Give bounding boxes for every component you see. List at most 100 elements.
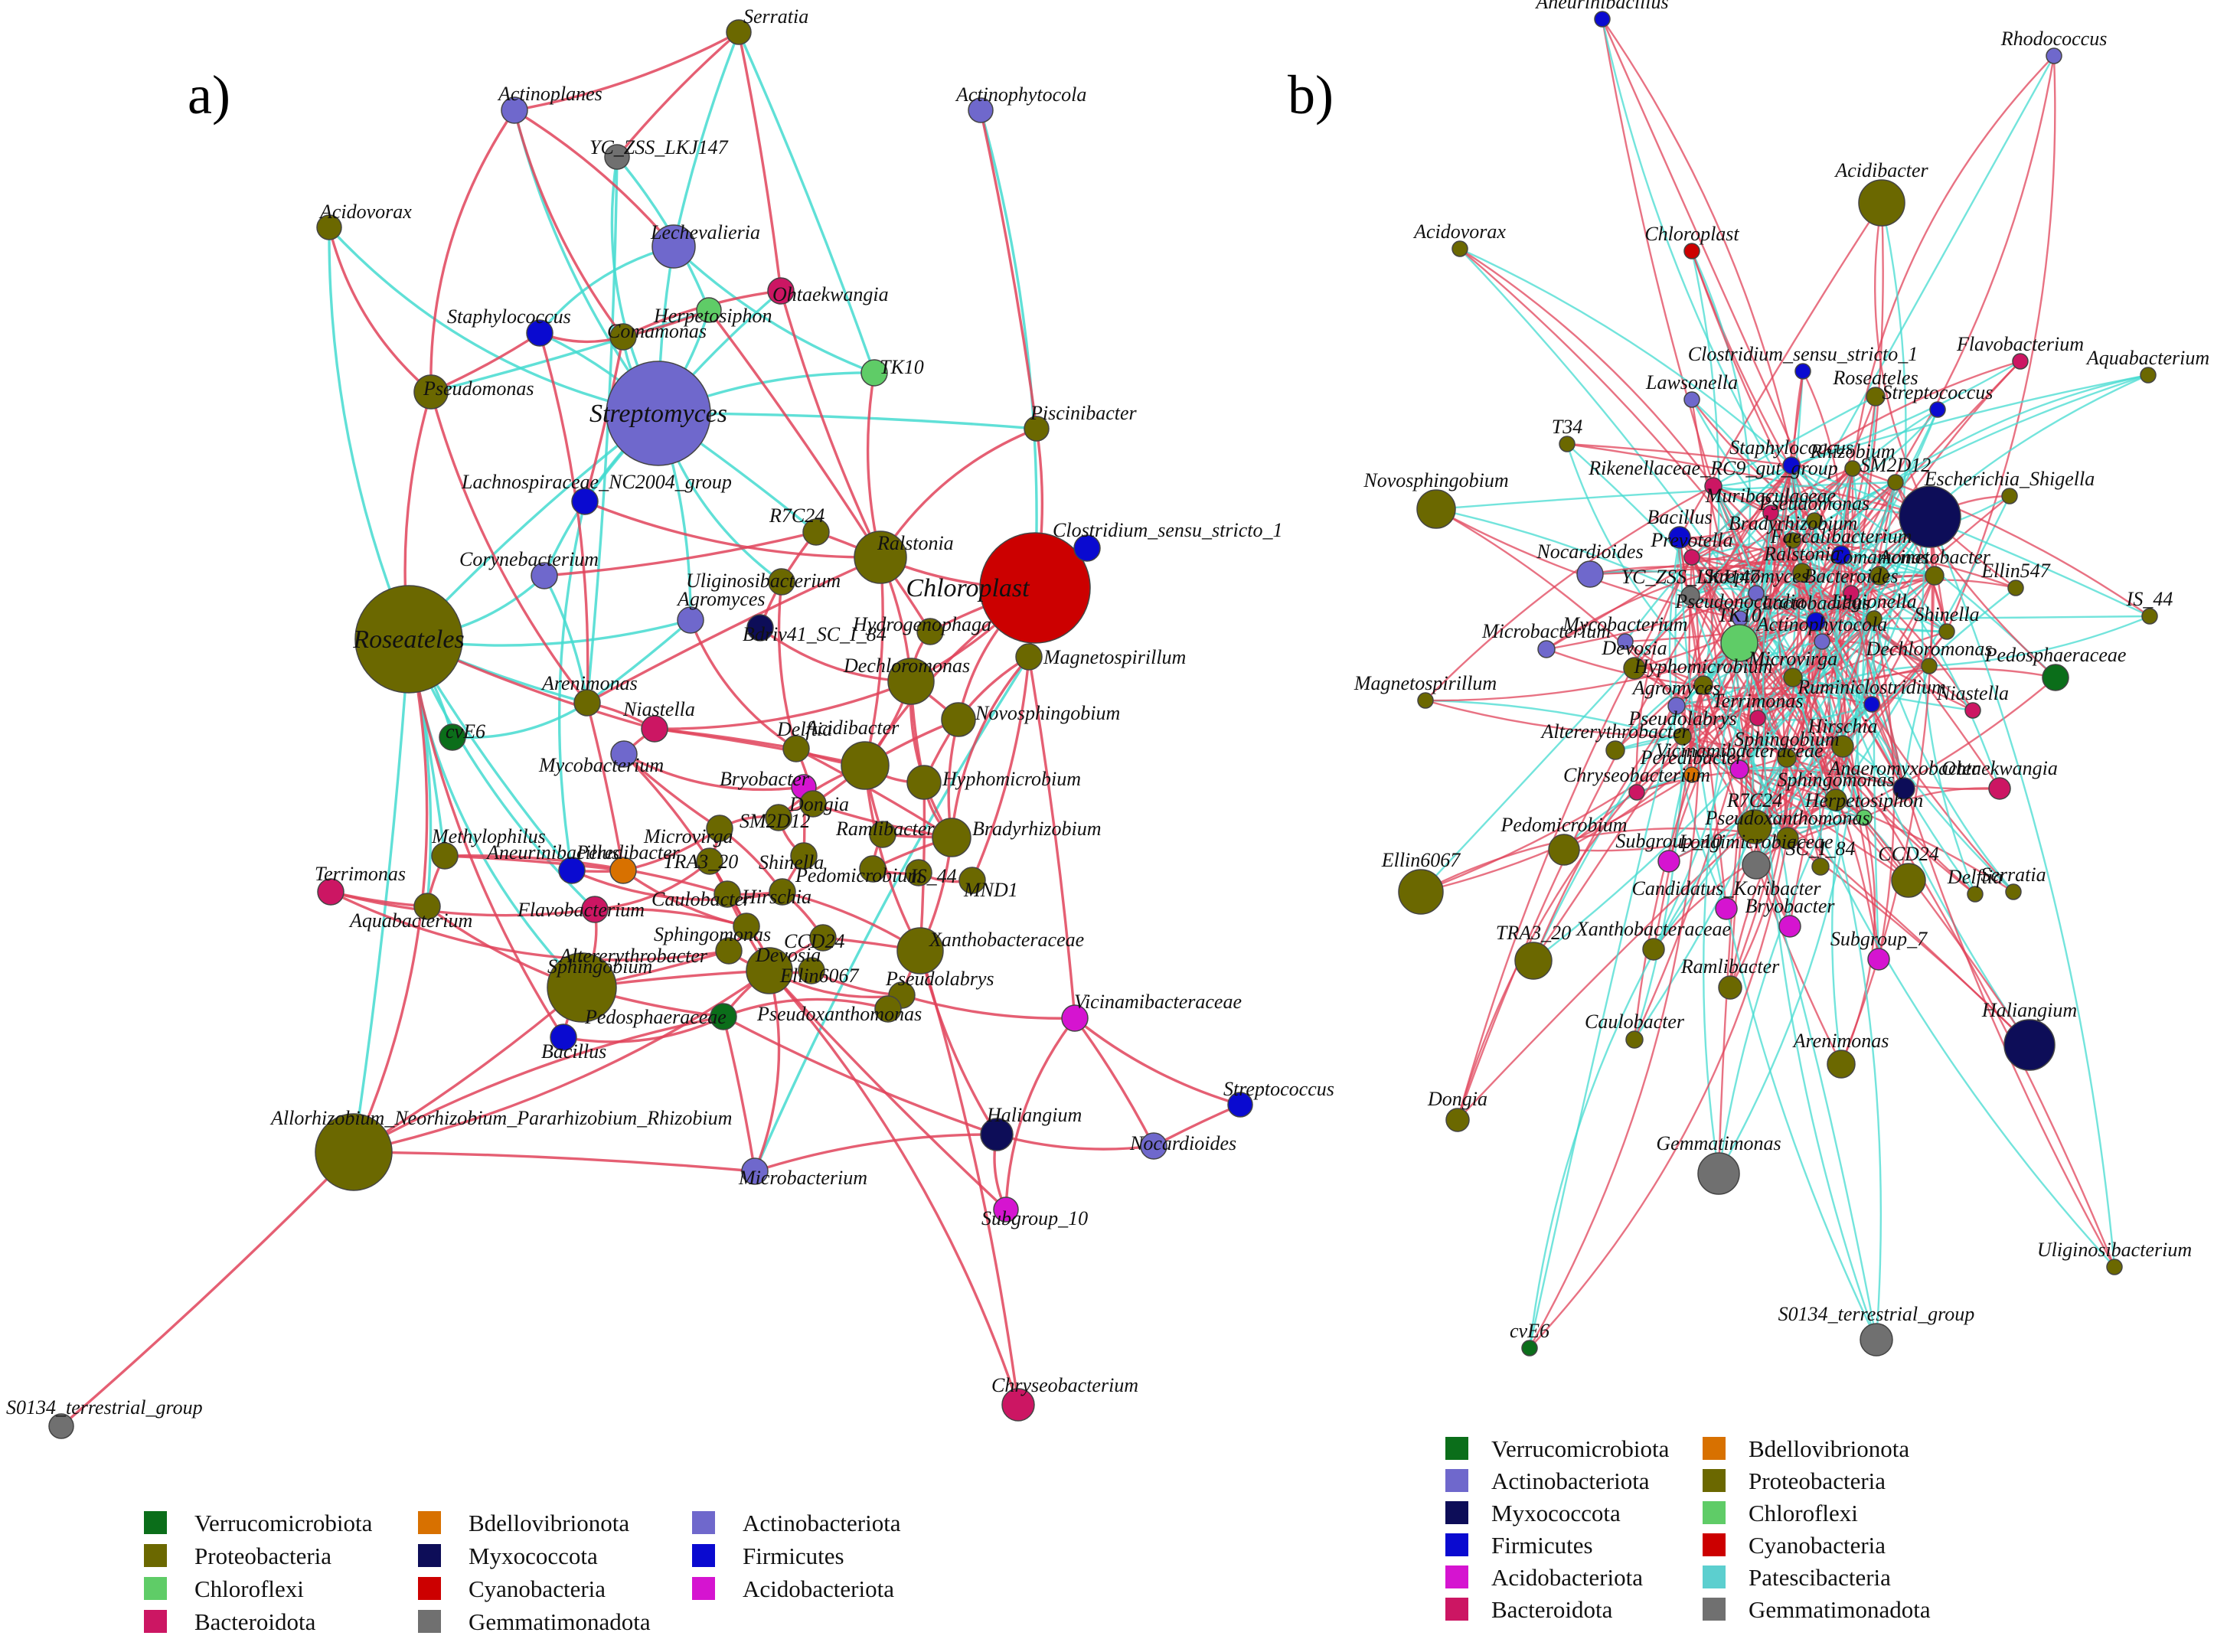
node-lachnospiraceae-nc2004-group[interactable] [571, 488, 599, 515]
node-tra3-20[interactable] [696, 847, 723, 875]
node-b-shinella[interactable] [1938, 623, 1955, 640]
node-staphylococcus[interactable] [526, 319, 553, 347]
node-aquabacterium[interactable] [413, 893, 441, 920]
node-b-clostridium-sensu-stricto-1[interactable] [1794, 363, 1811, 380]
node-b-ramlibacter[interactable] [1718, 975, 1742, 1000]
node-b-terrimonas[interactable] [1749, 710, 1766, 726]
node-xanthobacteraceae[interactable] [896, 927, 944, 975]
node-ramlibacter[interactable] [869, 821, 896, 848]
node-b-caulobacter[interactable] [1625, 1030, 1644, 1049]
node-b-acidibacter[interactable] [1858, 179, 1905, 227]
node-b-bacteroides[interactable] [1843, 585, 1860, 602]
node-bacillus[interactable] [550, 1024, 577, 1051]
node-acidibacter[interactable] [841, 741, 890, 790]
node-flavobacterium[interactable] [581, 896, 609, 923]
node-streptomyces[interactable] [606, 361, 711, 466]
node-niastella[interactable] [641, 715, 668, 743]
node-arenimonas[interactable] [573, 689, 601, 717]
node-sphingomonas[interactable] [733, 913, 760, 940]
node-b-tk10[interactable] [1720, 624, 1758, 662]
node-hydrogenophaga[interactable] [916, 618, 944, 645]
node-b-pseudolabrys[interactable] [1674, 727, 1692, 746]
node-b-devosia[interactable] [1623, 657, 1646, 680]
node-b-t34[interactable] [1559, 436, 1576, 452]
node-allorhizobium-neorhizobium-pararhizobium-rhizobium[interactable] [315, 1113, 393, 1191]
node-b-herpetosiphon[interactable] [1856, 809, 1873, 826]
node-uliginosibacterium[interactable] [768, 568, 795, 596]
node-b-subgroup-10[interactable] [1657, 850, 1680, 873]
node-b-escherichia-shigella[interactable] [2001, 488, 2018, 504]
node-b-actinophytocola[interactable] [1814, 633, 1830, 650]
node-b-bacillus[interactable] [1668, 526, 1691, 549]
node-b-agromyces[interactable] [1667, 697, 1686, 715]
node-b-ellin6067[interactable] [1398, 869, 1444, 915]
node-ccd24[interactable] [809, 924, 837, 952]
node-nocardioides[interactable] [1140, 1132, 1167, 1160]
node-sphingobium[interactable] [547, 952, 617, 1023]
node-b-aquabacterium[interactable] [2140, 367, 2157, 384]
node-serratia[interactable] [726, 19, 752, 45]
node-microbacterium[interactable] [741, 1157, 769, 1185]
node-actinoplanes[interactable] [501, 96, 528, 124]
node-vicinamibacteraceae[interactable] [1061, 1004, 1089, 1032]
node-b-dongia[interactable] [1445, 1108, 1470, 1132]
node-b-staphylococcus[interactable] [1782, 456, 1801, 475]
node-b-bradyrhizobium[interactable] [1785, 532, 1801, 549]
node-b-microbacterium[interactable] [1537, 640, 1556, 658]
node-b-candidatus-koribacter[interactable] [1715, 897, 1738, 920]
node-shinella[interactable] [790, 842, 818, 870]
node-b-mycobacterium[interactable] [1617, 633, 1634, 650]
node-b-acidovorax[interactable] [1451, 240, 1468, 257]
node-subgroup-10[interactable] [993, 1197, 1019, 1223]
node-b-tra3-20[interactable] [1514, 942, 1553, 980]
node-methylophilus[interactable] [431, 842, 459, 870]
node-b-delftia[interactable] [1967, 886, 1984, 903]
node-b-sc-i-84[interactable] [1811, 857, 1830, 876]
node-dongia[interactable] [799, 790, 827, 818]
node-microvirga[interactable] [706, 815, 733, 842]
node-pseudoxanthomonas[interactable] [874, 995, 902, 1023]
node-pedosphaeraceae[interactable] [710, 1003, 737, 1030]
node-b-xanthobacteraceae[interactable] [1642, 938, 1665, 961]
node-sm2d12[interactable] [765, 804, 792, 831]
node-b-lactobacillus[interactable] [1806, 612, 1826, 632]
node-b-sm2d12[interactable] [1887, 474, 1904, 491]
node-b-pseudoxanthomonas[interactable] [1776, 827, 1799, 850]
node-mnd1[interactable] [958, 867, 986, 894]
node-corynebacterium[interactable] [531, 562, 558, 589]
node-hyphomicrobium[interactable] [906, 765, 942, 800]
node-pseudomonas[interactable] [413, 374, 449, 410]
node-b-anaeromyxobacter[interactable] [1892, 777, 1915, 800]
node-b-aneurinibacillus[interactable] [1594, 11, 1611, 28]
node-ohtaekwangia[interactable] [767, 277, 795, 305]
node-b-ralstonia[interactable] [1792, 563, 1812, 583]
node-chryseobacterium[interactable] [1001, 1388, 1035, 1422]
node-b-is-44[interactable] [2141, 608, 2158, 625]
node-b-hyphomicrobium[interactable] [1693, 675, 1713, 695]
node-b-pedosphaeraceae[interactable] [2042, 664, 2069, 691]
node-magnetospirillum[interactable] [1015, 643, 1043, 671]
node-terrimonas[interactable] [317, 878, 344, 906]
node-dechloromonas[interactable] [887, 658, 935, 705]
node-b-uliginosibacterium[interactable] [2106, 1259, 2123, 1275]
node-b-sphingobium[interactable] [1777, 748, 1797, 768]
node-bdriv41-sc-i-84[interactable] [746, 614, 774, 642]
node-b-yc-zss-lkj147[interactable] [1680, 586, 1700, 606]
node-b-altererythrobacter[interactable] [1605, 740, 1625, 760]
node-b-prevotella[interactable] [1683, 549, 1700, 566]
node-b-haliangium[interactable] [2003, 1019, 2056, 1071]
node-piscinibacter[interactable] [1024, 416, 1050, 442]
node-b-peredibacter[interactable] [1683, 766, 1700, 783]
node-b-lawsonella[interactable] [1683, 391, 1700, 408]
node-lechevalieria[interactable] [651, 224, 696, 269]
node-novosphingobium[interactable] [941, 702, 976, 737]
node-b-rikenellaceae-rc9-gut-group[interactable] [1704, 477, 1722, 495]
node-b-ellin547[interactable] [2007, 580, 2024, 596]
node-b-pseudomonas[interactable] [1806, 512, 1823, 529]
node-b-rhizobium[interactable] [1844, 460, 1861, 477]
node-b-streptococcus[interactable] [1929, 401, 1946, 418]
node-b-acinetobacter[interactable] [1925, 566, 1945, 586]
node-b-ohtaekwangia[interactable] [1988, 777, 2011, 800]
node-yc-zss-lkj147[interactable] [604, 144, 630, 170]
node-devosia[interactable] [746, 947, 793, 994]
